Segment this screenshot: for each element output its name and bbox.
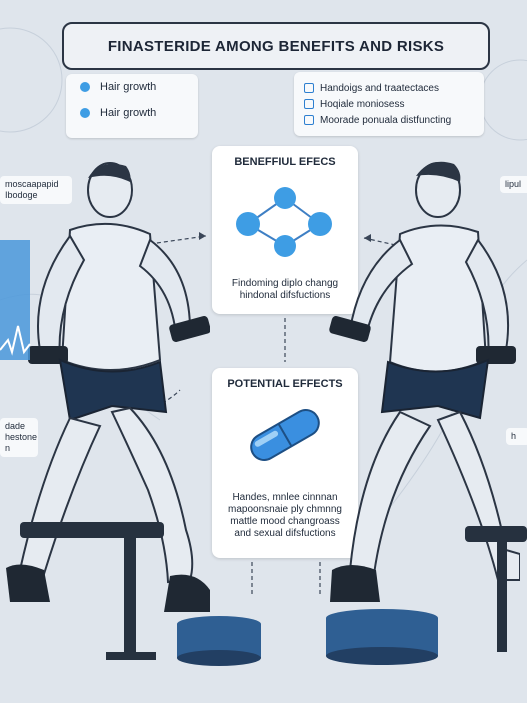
benefits-card-title: BENEFFIUL EFECS xyxy=(234,156,336,168)
text-line: Findoming diplo changg xyxy=(231,278,339,289)
right-top-label: lipul xyxy=(500,176,527,193)
text-line: mattle mood changroass xyxy=(230,516,340,527)
checkbox-icon xyxy=(304,99,314,109)
step-platform-left xyxy=(177,616,261,666)
text-line: and sexual difsfuctions xyxy=(234,528,336,539)
molecule-icon xyxy=(236,187,332,257)
risks-list-panel: Handoigs and traatectaces Hoqiale monios… xyxy=(294,72,484,136)
list-item-label: Moorade ponuala distfuncting xyxy=(320,114,452,126)
text-line: hindonal difsfuctions xyxy=(239,290,331,301)
right-bottom-label: h xyxy=(506,428,527,445)
bullet-icon xyxy=(80,82,90,92)
benefits-list-panel: Hair growth Hair growth xyxy=(66,74,198,138)
benefits-card: BENEFFIUL EFECS Findoming diplo changg h… xyxy=(212,146,358,314)
potential-card-title: POTENTIAL EFFECTS xyxy=(227,378,343,390)
list-item: Hair growth xyxy=(66,74,198,100)
label-line: dade xyxy=(5,421,26,431)
potential-effects-card: POTENTIAL EFFECTS Handes, mnlee cinnnan … xyxy=(212,368,358,558)
potential-card-text: Handes, mnlee cinnnan mapoonsnaie ply ch… xyxy=(212,492,358,540)
list-item-label: Handoigs and traatectaces xyxy=(320,82,439,94)
page-title: FINASTERIDE AMONG BENEFITS AND RISKS xyxy=(62,22,490,70)
bullet-icon xyxy=(80,108,90,118)
text-line: mapoonsnaie ply chmnng xyxy=(228,504,342,515)
checkbox-icon xyxy=(304,115,314,125)
bench-illustration-right xyxy=(465,526,527,652)
label-line: moscaapapid xyxy=(5,179,59,189)
label-line: lipul xyxy=(505,179,522,189)
benefits-card-text: Findoming diplo changg hindonal difsfuct… xyxy=(212,278,358,302)
checkbox-icon xyxy=(304,83,314,93)
bench-illustration xyxy=(20,522,164,660)
right-athlete-illustration xyxy=(329,161,520,602)
left-top-label: moscaapapid Ibodoge xyxy=(0,176,72,204)
list-item: Hair growth xyxy=(66,100,198,126)
step-platform-right xyxy=(326,609,438,665)
list-item: Handoigs and traatectaces xyxy=(294,80,484,96)
label-line: n xyxy=(5,443,11,453)
left-bottom-label: dade hestone n xyxy=(0,418,38,457)
list-item-label: Hoqiale moniosess xyxy=(320,98,405,110)
label-line: h xyxy=(511,431,517,441)
list-item: Moorade ponuala distfuncting xyxy=(294,112,484,128)
heartbeat-icon xyxy=(0,240,31,360)
pill-icon xyxy=(250,409,320,461)
text-line: Handes, mnlee cinnnan xyxy=(232,492,338,503)
left-athlete-illustration xyxy=(6,162,210,612)
list-item: Hoqiale moniosess xyxy=(294,96,484,112)
label-line: Ibodoge xyxy=(5,190,38,200)
list-item-label: Hair growth xyxy=(100,107,157,119)
label-line: hestone xyxy=(5,432,38,442)
list-item-label: Hair growth xyxy=(100,81,157,93)
